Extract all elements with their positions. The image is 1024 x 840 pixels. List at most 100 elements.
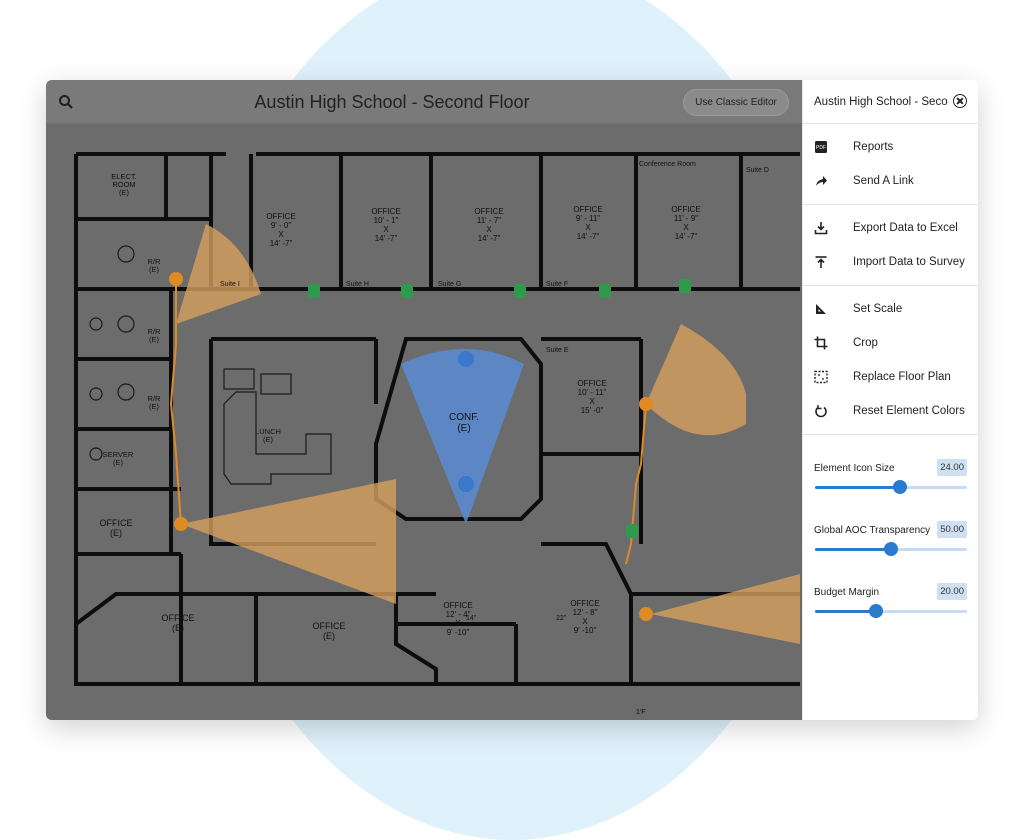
slider-thumb[interactable] [893,480,908,494]
svg-text:(E): (E) [149,335,160,344]
svg-text:PDF: PDF [816,145,826,151]
floor-plan-drawing[interactable]: ELECT. ROOM (E) R/R (E) R/R (E) R/R (E) … [46,124,802,720]
devices[interactable] [169,272,691,621]
svg-text:OFFICE: OFFICE [371,207,400,216]
svg-text:9' -10": 9' -10" [447,628,470,637]
svg-text:9' -10": 9' -10" [574,626,597,635]
svg-text:14' -7": 14' -7" [375,234,398,243]
svg-text:Suite F: Suite F [546,281,568,288]
slider-value[interactable]: 24.00 [937,459,967,476]
svg-text:R/R: R/R [148,394,162,403]
svg-text:1'F: 1'F [636,709,646,716]
svg-text:Suite E: Suite E [546,347,569,354]
svg-text:(E): (E) [113,458,124,467]
svg-text:14' -7": 14' -7" [577,232,600,241]
cable-run-right [625,403,647,565]
crop-icon [803,336,853,350]
svg-text:(E): (E) [149,402,160,411]
editor-toolbar: Austin High School - Second Floor Use Cl… [46,80,802,124]
svg-text:OFFICE: OFFICE [443,601,472,610]
svg-text:22": 22" [556,615,567,622]
svg-text:(E): (E) [149,265,160,274]
reset-element-colors-label: Reset Element Colors [853,405,965,417]
download-icon [803,221,853,235]
svg-text:X: X [455,619,461,628]
element-icon-size-slider[interactable]: Element Icon Size 24.00 [803,449,978,511]
svg-text:R/R: R/R [148,327,162,336]
svg-text:15' -0": 15' -0" [581,406,604,415]
svg-text:Suite I: Suite I [220,281,240,288]
send-a-link-menu-item[interactable]: Send A Link [803,164,978,198]
set-scale-menu-item[interactable]: Set Scale [803,292,978,326]
svg-text:LUNCH: LUNCH [255,427,281,436]
import-data-menu-item[interactable]: Import Data to Survey [803,245,978,279]
slider-label: Element Icon Size [814,463,895,474]
svg-text:ELECT.: ELECT. [111,172,136,181]
slider-label: Global AOC Transparency [814,525,931,536]
pdf-icon: PDF [803,140,853,154]
svg-text:14' -7": 14' -7" [270,239,293,248]
svg-text:11' - 9": 11' - 9" [674,214,698,223]
slider-thumb[interactable] [868,604,883,618]
svg-text:X: X [383,225,389,234]
export-data-label: Export Data to Excel [853,222,958,234]
svg-text:OFFICE: OFFICE [100,518,133,528]
slider-thumb[interactable] [884,542,898,556]
svg-text:OFFICE: OFFICE [313,621,346,631]
slider-label: Budget Margin [814,587,880,598]
page-title: Austin High School - Second Floor [254,92,530,112]
export-data-menu-item[interactable]: Export Data to Excel [803,211,978,245]
use-classic-editor-button[interactable]: Use Classic Editor [683,89,789,116]
svg-text:(E): (E) [110,528,122,538]
svg-text:9' - 11": 9' - 11" [576,214,600,223]
svg-text:12' - 4": 12' - 4" [446,610,471,619]
slider-value[interactable]: 20.00 [937,583,967,600]
svg-text:Conference Room: Conference Room [639,161,696,168]
send-a-link-label: Send A Link [853,175,914,187]
svg-text:Suite H: Suite H [346,281,369,288]
ruler-icon [803,302,853,316]
svg-text:R/R: R/R [148,257,162,266]
menu-group-data: Export Data to Excel Import Data to Surv… [803,205,978,286]
reports-label: Reports [853,141,894,153]
menu-group-floorplan: Set Scale Crop Replace Floor Plan Reset … [803,286,978,435]
svg-text:CONF.: CONF. [449,412,479,423]
crop-label: Crop [853,337,878,349]
floor-plan-editor-window: Austin High School - Second Floor Use Cl… [46,80,978,720]
panel-header: Austin High School - Seco [803,80,978,124]
budget-margin-slider[interactable]: Budget Margin 20.00 [803,573,978,635]
global-aoc-transparency-slider[interactable]: Global AOC Transparency 50.00 [803,511,978,573]
svg-text:OFFICE: OFFICE [573,205,602,214]
menu-group-reports: PDF Reports Send A Link [803,124,978,205]
slider-track[interactable] [815,542,967,556]
svg-text:12' - 8": 12' - 8" [573,608,598,617]
svg-text:9' - 0": 9' - 0" [271,221,292,230]
reports-menu-item[interactable]: PDF Reports [803,130,978,164]
svg-text:14": 14" [466,615,477,622]
crop-menu-item[interactable]: Crop [803,326,978,360]
svg-text:14' -7": 14' -7" [675,232,698,241]
slider-fill [815,548,891,551]
import-data-label: Import Data to Survey [853,256,965,268]
svg-text:10' - 1": 10' - 1" [374,216,399,225]
slider-value[interactable]: 50.00 [937,521,967,538]
side-panel: Austin High School - Seco PDF Reports Se… [802,80,978,720]
svg-text:(E): (E) [263,435,274,444]
svg-text:OFFICE: OFFICE [474,207,503,216]
reset-element-colors-menu-item[interactable]: Reset Element Colors [803,394,978,428]
reset-icon [803,404,853,418]
floor-plan-canvas[interactable]: Austin High School - Second Floor Use Cl… [46,80,802,720]
slider-track[interactable] [815,604,967,618]
search-icon[interactable] [58,94,74,110]
slider-track[interactable] [815,480,967,494]
close-icon[interactable] [953,94,967,108]
svg-text:14' -7": 14' -7" [478,234,501,243]
share-arrow-icon [803,174,853,188]
svg-text:OFFICE: OFFICE [162,613,195,623]
replace-floor-plan-menu-item[interactable]: Replace Floor Plan [803,360,978,394]
svg-text:(E): (E) [323,631,335,641]
replace-image-icon [803,370,853,384]
svg-text:OFFICE: OFFICE [266,212,295,221]
room-labels: ELECT. ROOM (E) R/R (E) R/R (E) R/R (E) … [100,172,480,641]
